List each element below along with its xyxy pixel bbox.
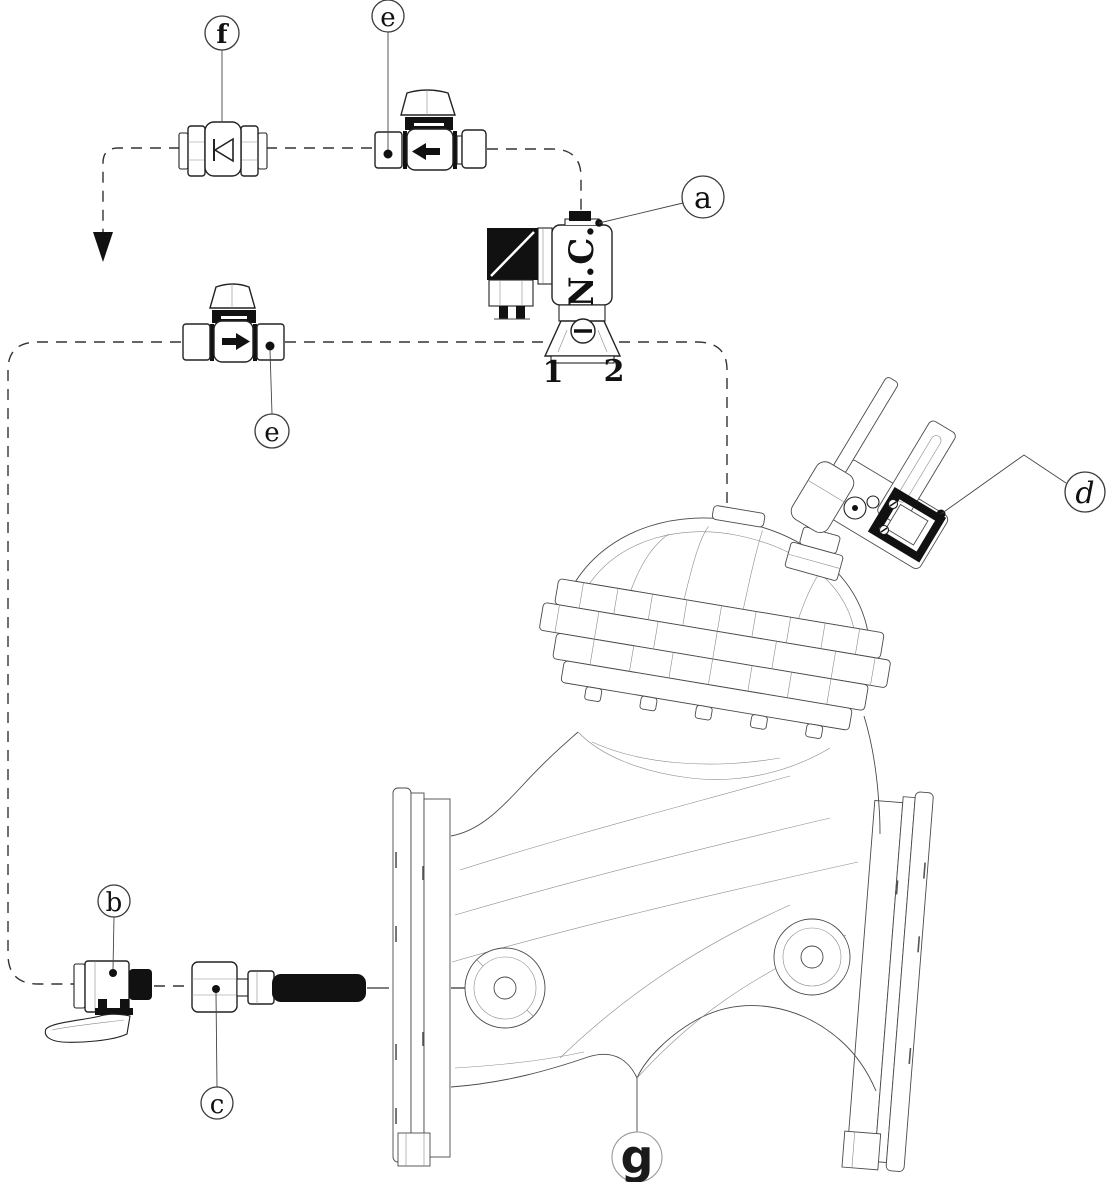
inlet-fitting: c — [191, 961, 366, 1120]
port-2-label: 2 — [604, 354, 625, 389]
indicator-screws — [878, 498, 899, 536]
strainer-probe — [272, 974, 366, 1002]
right-flange-face — [885, 791, 934, 1172]
flow-valve2-bonnet-bar — [212, 310, 256, 316]
solenoid-bridge — [537, 227, 553, 285]
left-flange-foot — [397, 1132, 431, 1167]
solenoid-marking: N.C. — [562, 224, 602, 307]
tube-left-riser — [7, 341, 181, 985]
handle-mount — [95, 1008, 133, 1015]
flow-arrow-left-icon — [412, 143, 440, 160]
left-flange-mid — [410, 792, 425, 1158]
callout-g-label: g — [621, 1130, 654, 1182]
tube-e-to-solenoid-top — [487, 148, 582, 212]
coil-top-cap — [569, 211, 591, 221]
callout-b-label: b — [106, 888, 123, 918]
e-mid-leader-dot — [265, 341, 275, 351]
right-flange — [841, 791, 934, 1172]
d-leader-line — [940, 454, 1067, 515]
right-flange-bolt-marks — [895, 862, 926, 1065]
connector-pin — [499, 306, 508, 319]
flow-arrow-down-icon — [93, 232, 113, 262]
check-valve-body — [204, 121, 242, 177]
callout-e-top-label: e — [380, 3, 395, 33]
fitting-block — [247, 970, 275, 1005]
e-mid-leader-line — [269, 349, 273, 415]
flow-valve-knob — [400, 89, 456, 116]
left-flange-back — [423, 798, 451, 1158]
flow-valve2-knob — [209, 283, 256, 309]
callout-a-circle — [681, 175, 725, 219]
flow-valve-bonnet-bar — [405, 117, 453, 123]
check-valve-symbol-icon — [213, 137, 234, 163]
callout-c-circle — [200, 1086, 234, 1120]
bolt-tabs — [584, 686, 824, 739]
ball-valve-lever — [44, 1013, 131, 1043]
check-valve-right-nut — [240, 125, 259, 177]
c-leader-dot — [212, 985, 220, 993]
flow-valve-right-nut — [461, 129, 487, 169]
right-flange-foot — [841, 1130, 882, 1171]
dome-top-boss — [711, 505, 766, 528]
callout-g-circle — [611, 1131, 663, 1182]
a-leader-line — [598, 202, 684, 224]
right-port-boss — [773, 918, 851, 996]
callout-e-top-circle — [371, 0, 405, 33]
din-connector-base — [488, 279, 534, 307]
left-flange-face — [392, 787, 412, 1163]
flow-control-valve-top: e — [371, 0, 487, 171]
port-1-label: 1 — [543, 355, 564, 390]
ball-valve: b — [44, 884, 152, 1043]
tube-solenoid-to-cover — [619, 341, 728, 556]
indicator-rod — [833, 377, 899, 474]
e-top-leader-dot — [383, 149, 393, 159]
left-flange — [392, 787, 451, 1167]
callout-b-circle — [97, 884, 131, 918]
b-leader-line — [112, 916, 115, 970]
actuator-assembly — [539, 505, 891, 739]
callout-c-label: c — [210, 1090, 225, 1120]
b-leader-dot — [109, 969, 117, 977]
callout-a-label: a — [694, 181, 712, 216]
callout-e-mid-label: e — [264, 418, 279, 448]
check-valve-left-nut — [187, 125, 206, 177]
c-leader-line — [215, 992, 218, 1088]
solenoid-base-plate — [550, 355, 615, 364]
ball-valve-cap — [129, 969, 152, 1000]
indicator-mount-hex — [784, 526, 844, 581]
connector-pin — [516, 306, 525, 319]
flow-arrow-right-icon — [222, 333, 250, 350]
callout-d-circle — [1064, 471, 1106, 513]
left-port-boss — [464, 947, 546, 1029]
indicator-roller — [866, 495, 880, 509]
check-valve: f — [178, 15, 268, 177]
tube-f-to-arrow — [102, 147, 180, 232]
callout-f-label: f — [216, 20, 229, 50]
fitting-neck — [236, 978, 249, 997]
valve-body-wireframe — [450, 715, 881, 1092]
callout-e-mid-circle — [254, 413, 290, 449]
flow-control-valve-mid: e — [182, 283, 290, 449]
position-indicator: d — [790, 377, 1106, 569]
main-valve-body: g — [392, 505, 934, 1182]
indicator-housing — [790, 377, 899, 533]
ball-valve-inlet — [73, 963, 86, 1009]
callout-f-circle — [204, 15, 240, 51]
left-flange-bolt-marks — [395, 852, 424, 1124]
callout-d-label: d — [1075, 476, 1094, 511]
solenoid-valve: N.C. 1 2 a — [487, 175, 725, 390]
flow-valve2-left-nut — [182, 323, 211, 361]
flange-bolt-lines — [554, 582, 876, 705]
